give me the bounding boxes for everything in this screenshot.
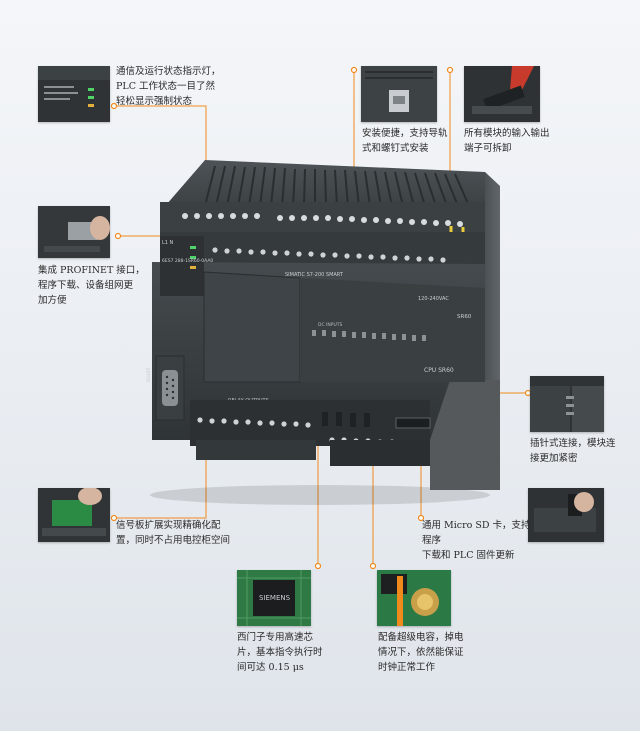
thumb-status-leds bbox=[38, 66, 110, 122]
device-cpu-label: CPU SR60 bbox=[424, 367, 454, 374]
device-power-range: 120-240VAC bbox=[418, 296, 449, 302]
thumb-supercap bbox=[377, 570, 451, 626]
device-inputs-label: DC INPUTS bbox=[318, 322, 342, 328]
callout-profinet: 集成 PROFINET 接口， 程序下载、设备组网更 加方便 bbox=[38, 265, 145, 306]
asic-chip-label: SIEMENS bbox=[259, 594, 291, 602]
callout-signal-board: 信号板扩展实现精确化配 置，同时不占用电控柜空间 bbox=[116, 520, 231, 546]
thumb-micro-sd bbox=[528, 488, 604, 542]
device-model-badge: SR60 bbox=[457, 314, 472, 320]
thumb-asic: SIEMENS bbox=[237, 570, 311, 626]
device-order-number: 6ES7 288-1SR60-0AA0 bbox=[162, 258, 213, 264]
callout-micro-sd: 通用 Micro SD 卡，支持程序 下载和 PLC 固件更新 bbox=[422, 520, 531, 561]
thumb-mounting bbox=[361, 66, 437, 122]
thumb-removable-terminals bbox=[464, 66, 540, 122]
callout-removable-terminals: 所有模块的输入输出 端子可拆卸 bbox=[464, 128, 550, 154]
callout-asic: 西门子专用高速芯 片，基本指令执行时 间可达 0.15 μs bbox=[237, 632, 323, 673]
thumb-signal-board bbox=[38, 488, 110, 542]
callout-mounting: 安装便捷，支持导轨 式和螺钉式安装 bbox=[362, 128, 448, 154]
callout-status-leds: 通信及运行状态指示灯， PLC 工作状态一目了然 轻松显示强制状态 bbox=[116, 66, 221, 107]
callout-plug-connection: 插针式连接，模块连 接更加紧密 bbox=[530, 438, 616, 464]
callout-supercap: 配备超级电容，掉电 情况下，依然能保证 时钟正常工作 bbox=[378, 632, 464, 673]
thumb-plug-connection bbox=[530, 376, 604, 432]
device-port-label: RS485 bbox=[146, 367, 152, 382]
device-power-label: L1 N bbox=[162, 240, 174, 246]
thumb-profinet bbox=[38, 206, 110, 258]
device-product-line: SIMATIC S7-200 SMART bbox=[285, 272, 344, 278]
